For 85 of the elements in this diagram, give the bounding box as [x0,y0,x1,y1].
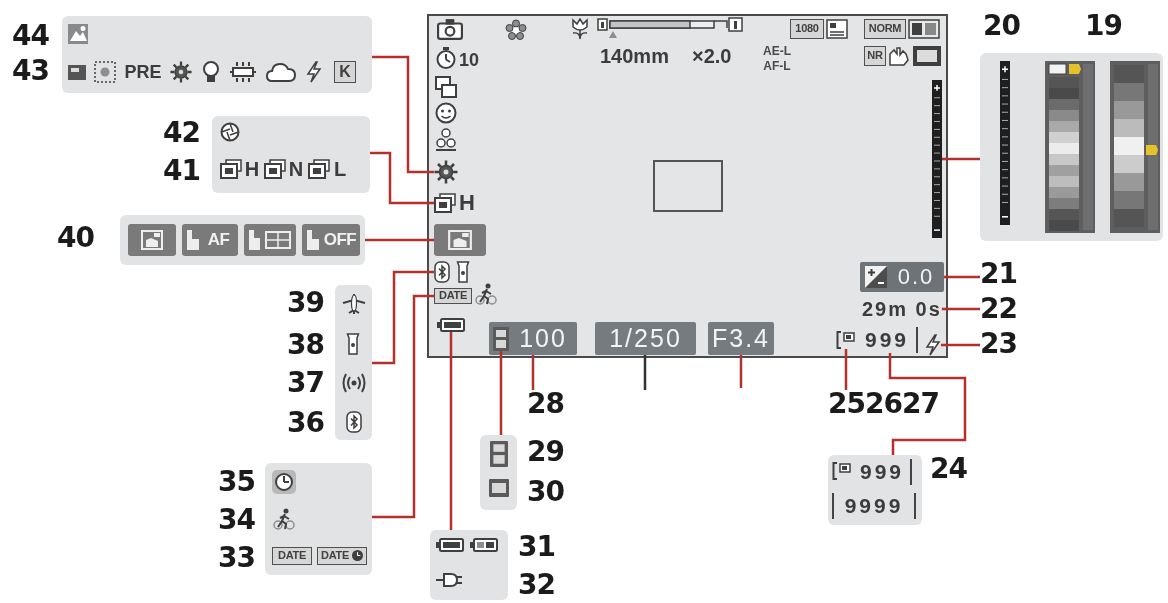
movie-format-label: 1080 [790,19,824,39]
callout-number: 31 [518,533,555,561]
aperture-readout: F3.4 [708,322,774,355]
callout-number: 36 [287,409,324,437]
shutter-speed-readout: 1/250 [595,322,696,355]
leader-line [372,55,434,174]
leader-line [941,343,980,347]
callout-number: 41 [163,157,200,185]
callout-number: 24 [930,455,967,483]
icon-panel [212,116,370,193]
callout-number: 39 [287,289,324,317]
date-stamp-label: DATE [320,548,350,563]
callout-number: 44 [12,22,49,50]
leader-line [844,349,848,390]
off-label: OFF [322,229,358,251]
callout-number: 37 [287,369,324,397]
quality-label: NORM [864,19,906,39]
icon-panel [480,435,517,510]
monitor-screen [427,14,948,358]
date-stamp-label: DATE [434,288,472,304]
icon-panel [430,530,508,600]
callout-number: 252627 [828,390,939,418]
callout-number: 34 [218,506,255,534]
flash-icon [925,334,941,356]
leader-line [370,151,434,205]
leader-line [372,270,434,365]
exposure-panel [860,262,944,292]
leader-line [941,307,980,311]
kelvin-label: K [334,61,356,83]
callout-number: 22 [980,295,1017,323]
split-tile-icon [493,327,509,351]
scale-icon [932,80,942,238]
speed-letter: L [332,157,348,181]
iso-panel [489,322,577,355]
exposure-value: 0.0 [896,263,936,291]
leader-line [531,355,535,390]
bracket-card-icon [836,331,856,349]
callout-number: 33 [218,544,255,572]
leader-line [449,332,453,530]
icon-panel [62,16,372,93]
callout-number: 23 [980,330,1017,358]
callout-number: 43 [12,57,49,85]
exposure-count: 9999 [832,493,916,519]
focal-length: 140mm [600,44,669,68]
callout-number: 28 [527,390,564,418]
exposure-count: 999 [854,459,912,485]
timer-seconds: 10 [459,49,480,71]
noise-reduction-label: NR [864,46,886,66]
battery-icon [437,318,465,332]
af-label: AF [206,229,231,251]
callout-number: 20 [983,12,1020,40]
callout-number: 35 [218,468,255,496]
icon-panel [120,215,365,265]
iso-value: 100 [518,323,568,354]
sun-icon [434,160,458,184]
icon-panel [265,463,372,575]
leader-line [888,353,967,455]
lock-indicator: AE-L AF-L [762,44,792,74]
frame-icon [434,224,486,256]
icon-panel [980,53,1163,241]
icon-panel [335,285,372,440]
leader-line [739,355,743,388]
callout-number: 42 [163,119,200,147]
leader-line [372,294,434,519]
leader-line [942,157,980,161]
speed-letter: H [244,157,260,181]
callout-number: 30 [527,478,564,506]
leader-line [944,275,980,279]
recording-time: 29m 0s [862,298,942,320]
callout-number: 29 [527,438,564,466]
leader-line [643,355,647,390]
icon-panel [828,455,922,525]
callout-number: 38 [287,331,324,359]
zoom-ratio: ×2.0 [692,44,732,68]
leader-line [365,238,434,242]
leader-line [499,351,503,435]
speed-letter: N [288,157,304,181]
exposure-count: 999 [858,327,918,353]
speed-letter: H [459,190,475,216]
callout-number: 19 [1085,12,1122,40]
callout-number: 21 [980,260,1017,288]
date-stamp-label: DATE [272,547,312,565]
callout-number: 40 [57,224,94,252]
callout-number: 32 [518,571,555,599]
preset-label: PRE [123,61,163,83]
